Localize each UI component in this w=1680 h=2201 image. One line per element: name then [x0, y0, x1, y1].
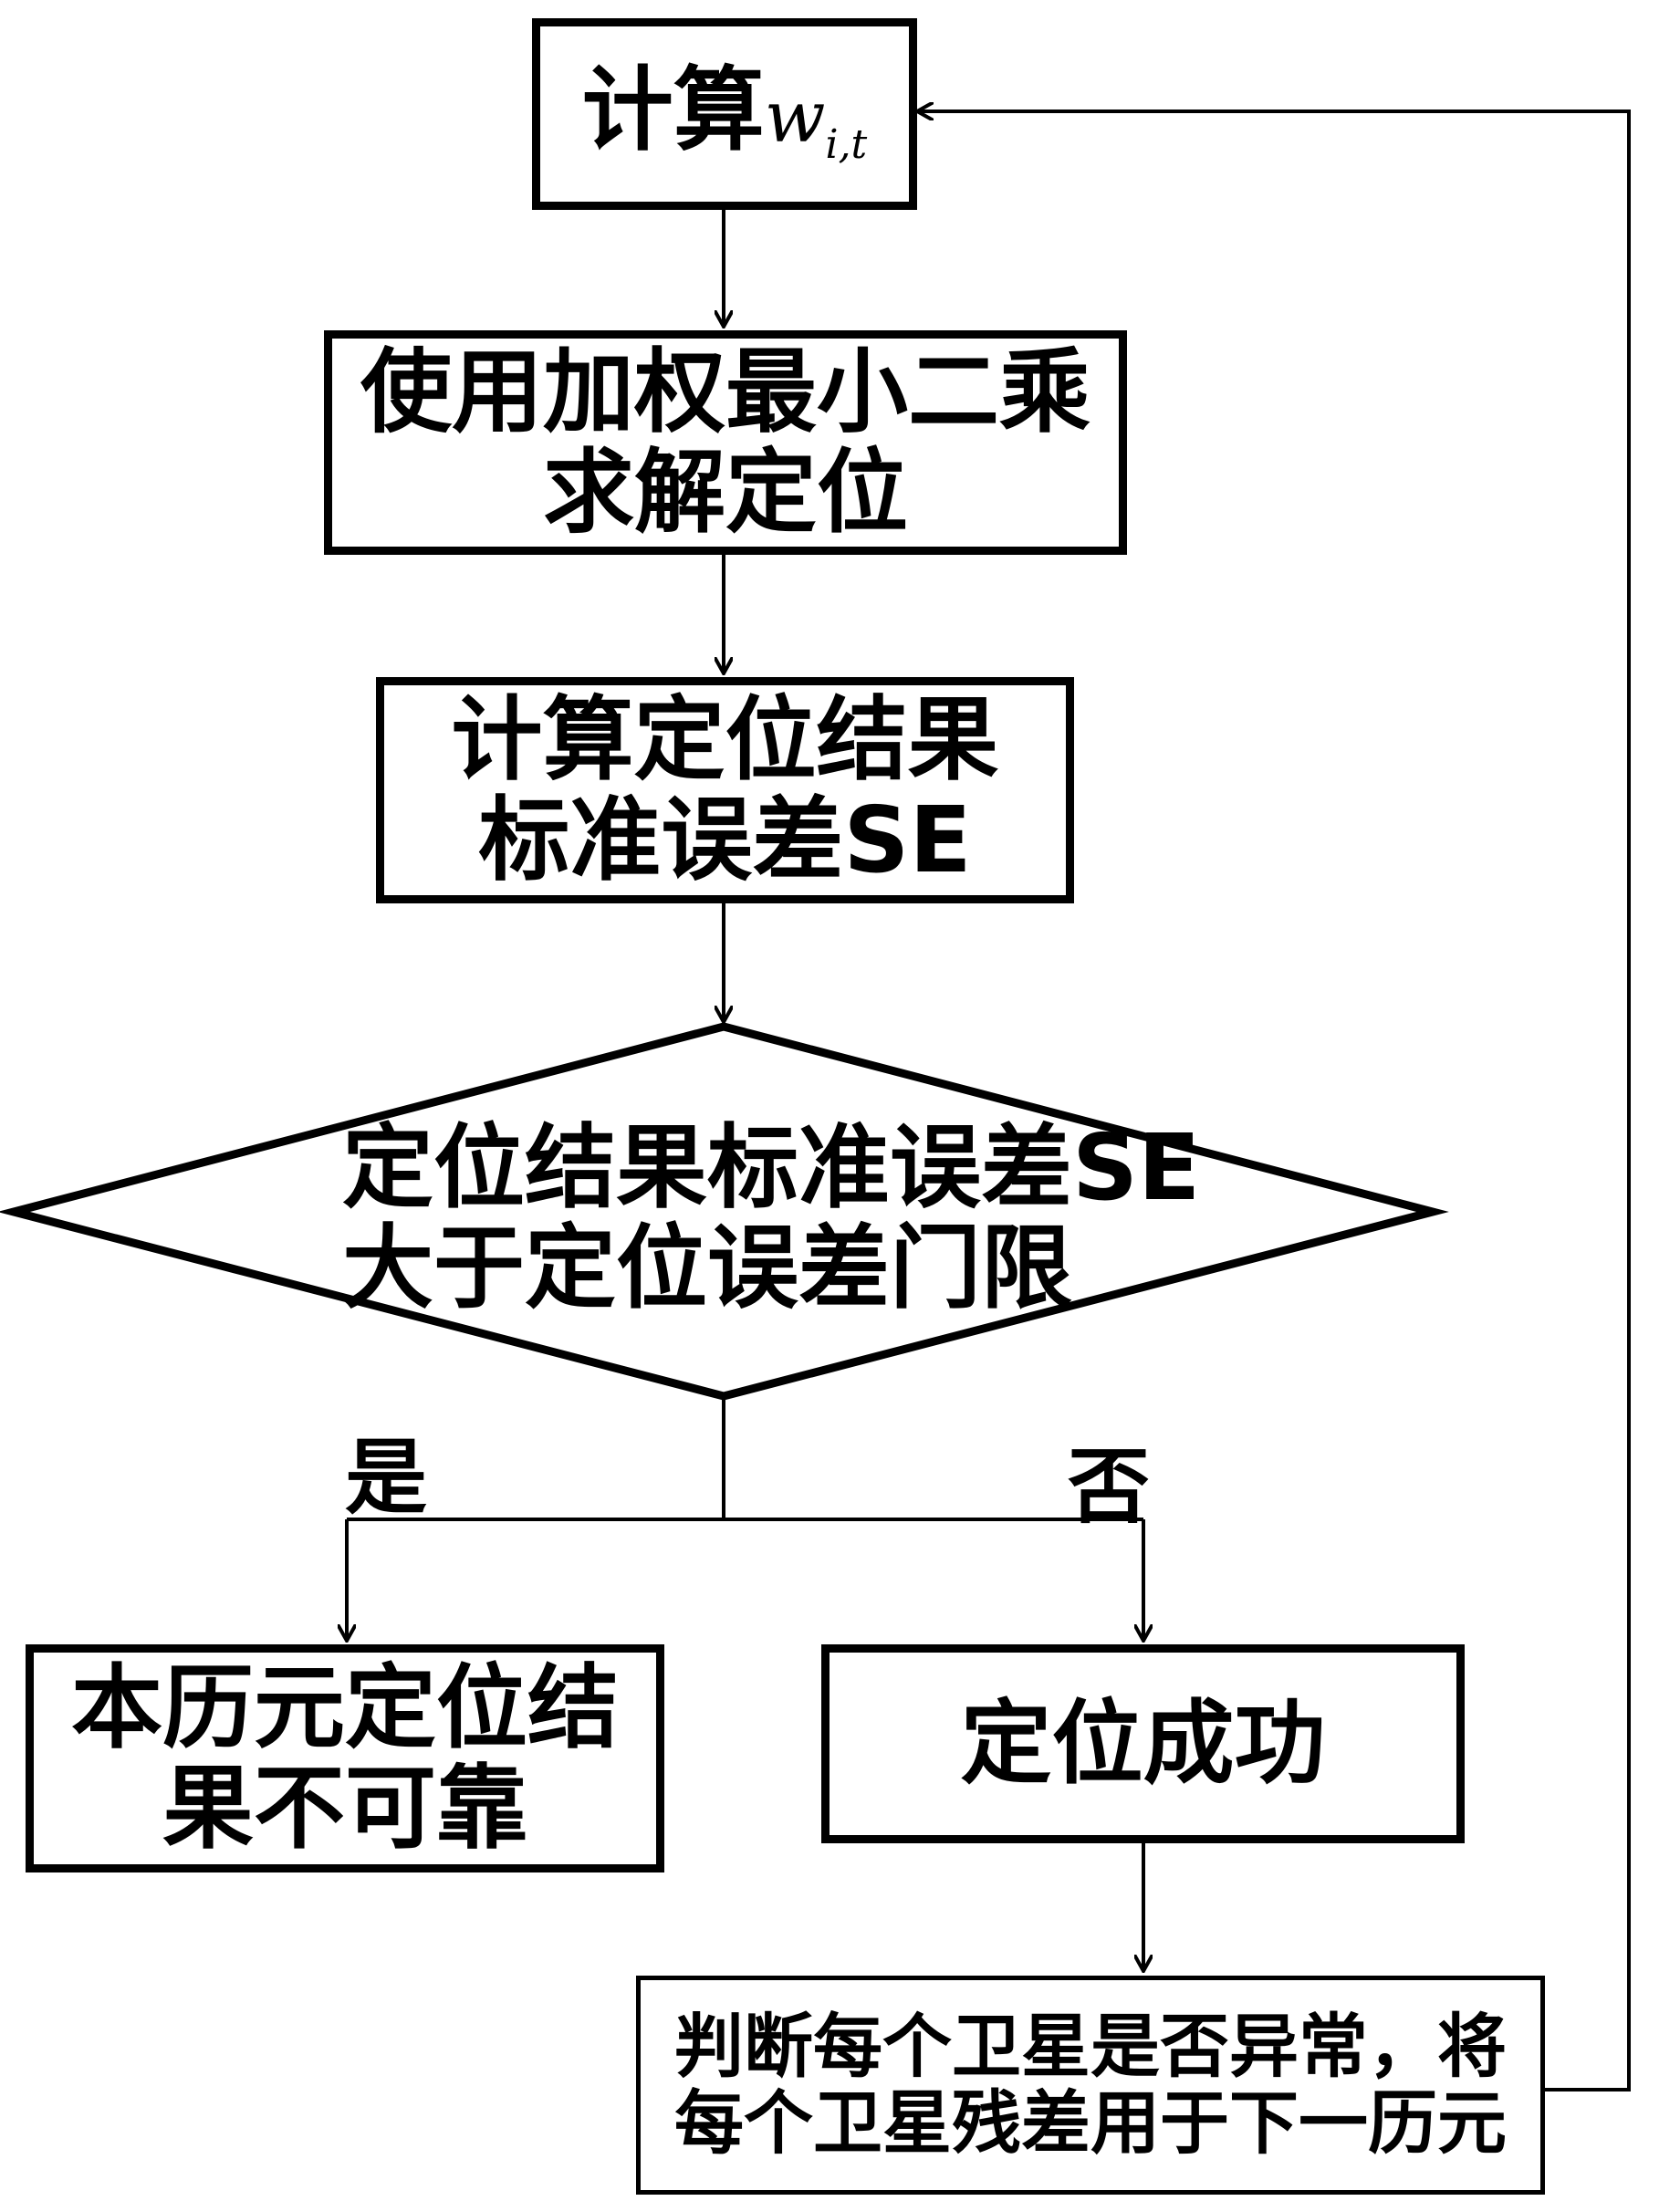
wls-line1: 使用加权最小二乘: [360, 339, 1090, 445]
compute-w-variable: w: [764, 77, 826, 160]
se-line2: 标准误差SE: [478, 787, 972, 893]
node-compute-w-label: 计算wi,t: [582, 60, 868, 167]
node-weighted-least-squares: 使用加权最小二乘 求解定位: [324, 330, 1127, 555]
node-compute-w: 计算wi,t: [532, 18, 917, 210]
unreliable-line1: 本历元定位结: [71, 1654, 619, 1761]
judge-line2: 每个卫星残差用于下一历元: [674, 2082, 1507, 2164]
compute-w-prefix: 计算: [581, 57, 765, 164]
wls-line2: 求解定位: [543, 439, 908, 546]
yes-label: 是: [345, 1430, 427, 1526]
unreliable-line2: 果不可靠: [162, 1755, 527, 1862]
decision-line1: 定位结果标准误差SE: [342, 1114, 1201, 1221]
se-line1: 计算定位结果: [451, 686, 999, 793]
decision-diamond: [0, 1022, 1449, 1401]
node-compute-se: 计算定位结果 标准误差SE: [376, 677, 1074, 903]
node-unreliable: 本历元定位结 果不可靠: [26, 1644, 664, 1872]
node-success: 定位成功: [821, 1644, 1465, 1843]
no-label: 否: [1068, 1439, 1150, 1535]
compute-w-subscript: i,t: [825, 121, 868, 169]
judge-line1: 判断每个卫星是否异常，将: [674, 2006, 1507, 2088]
success-line1: 定位成功: [960, 1690, 1326, 1797]
decision-line2: 大于定位误差门限: [342, 1215, 1072, 1321]
decision-text: 定位结果标准误差SE 大于定位误差门限: [274, 1114, 1201, 1321]
node-judge-anomaly: 判断每个卫星是否异常，将 每个卫星残差用于下一历元: [636, 1976, 1545, 2195]
edge-feedback-loop: [917, 111, 1631, 2091]
